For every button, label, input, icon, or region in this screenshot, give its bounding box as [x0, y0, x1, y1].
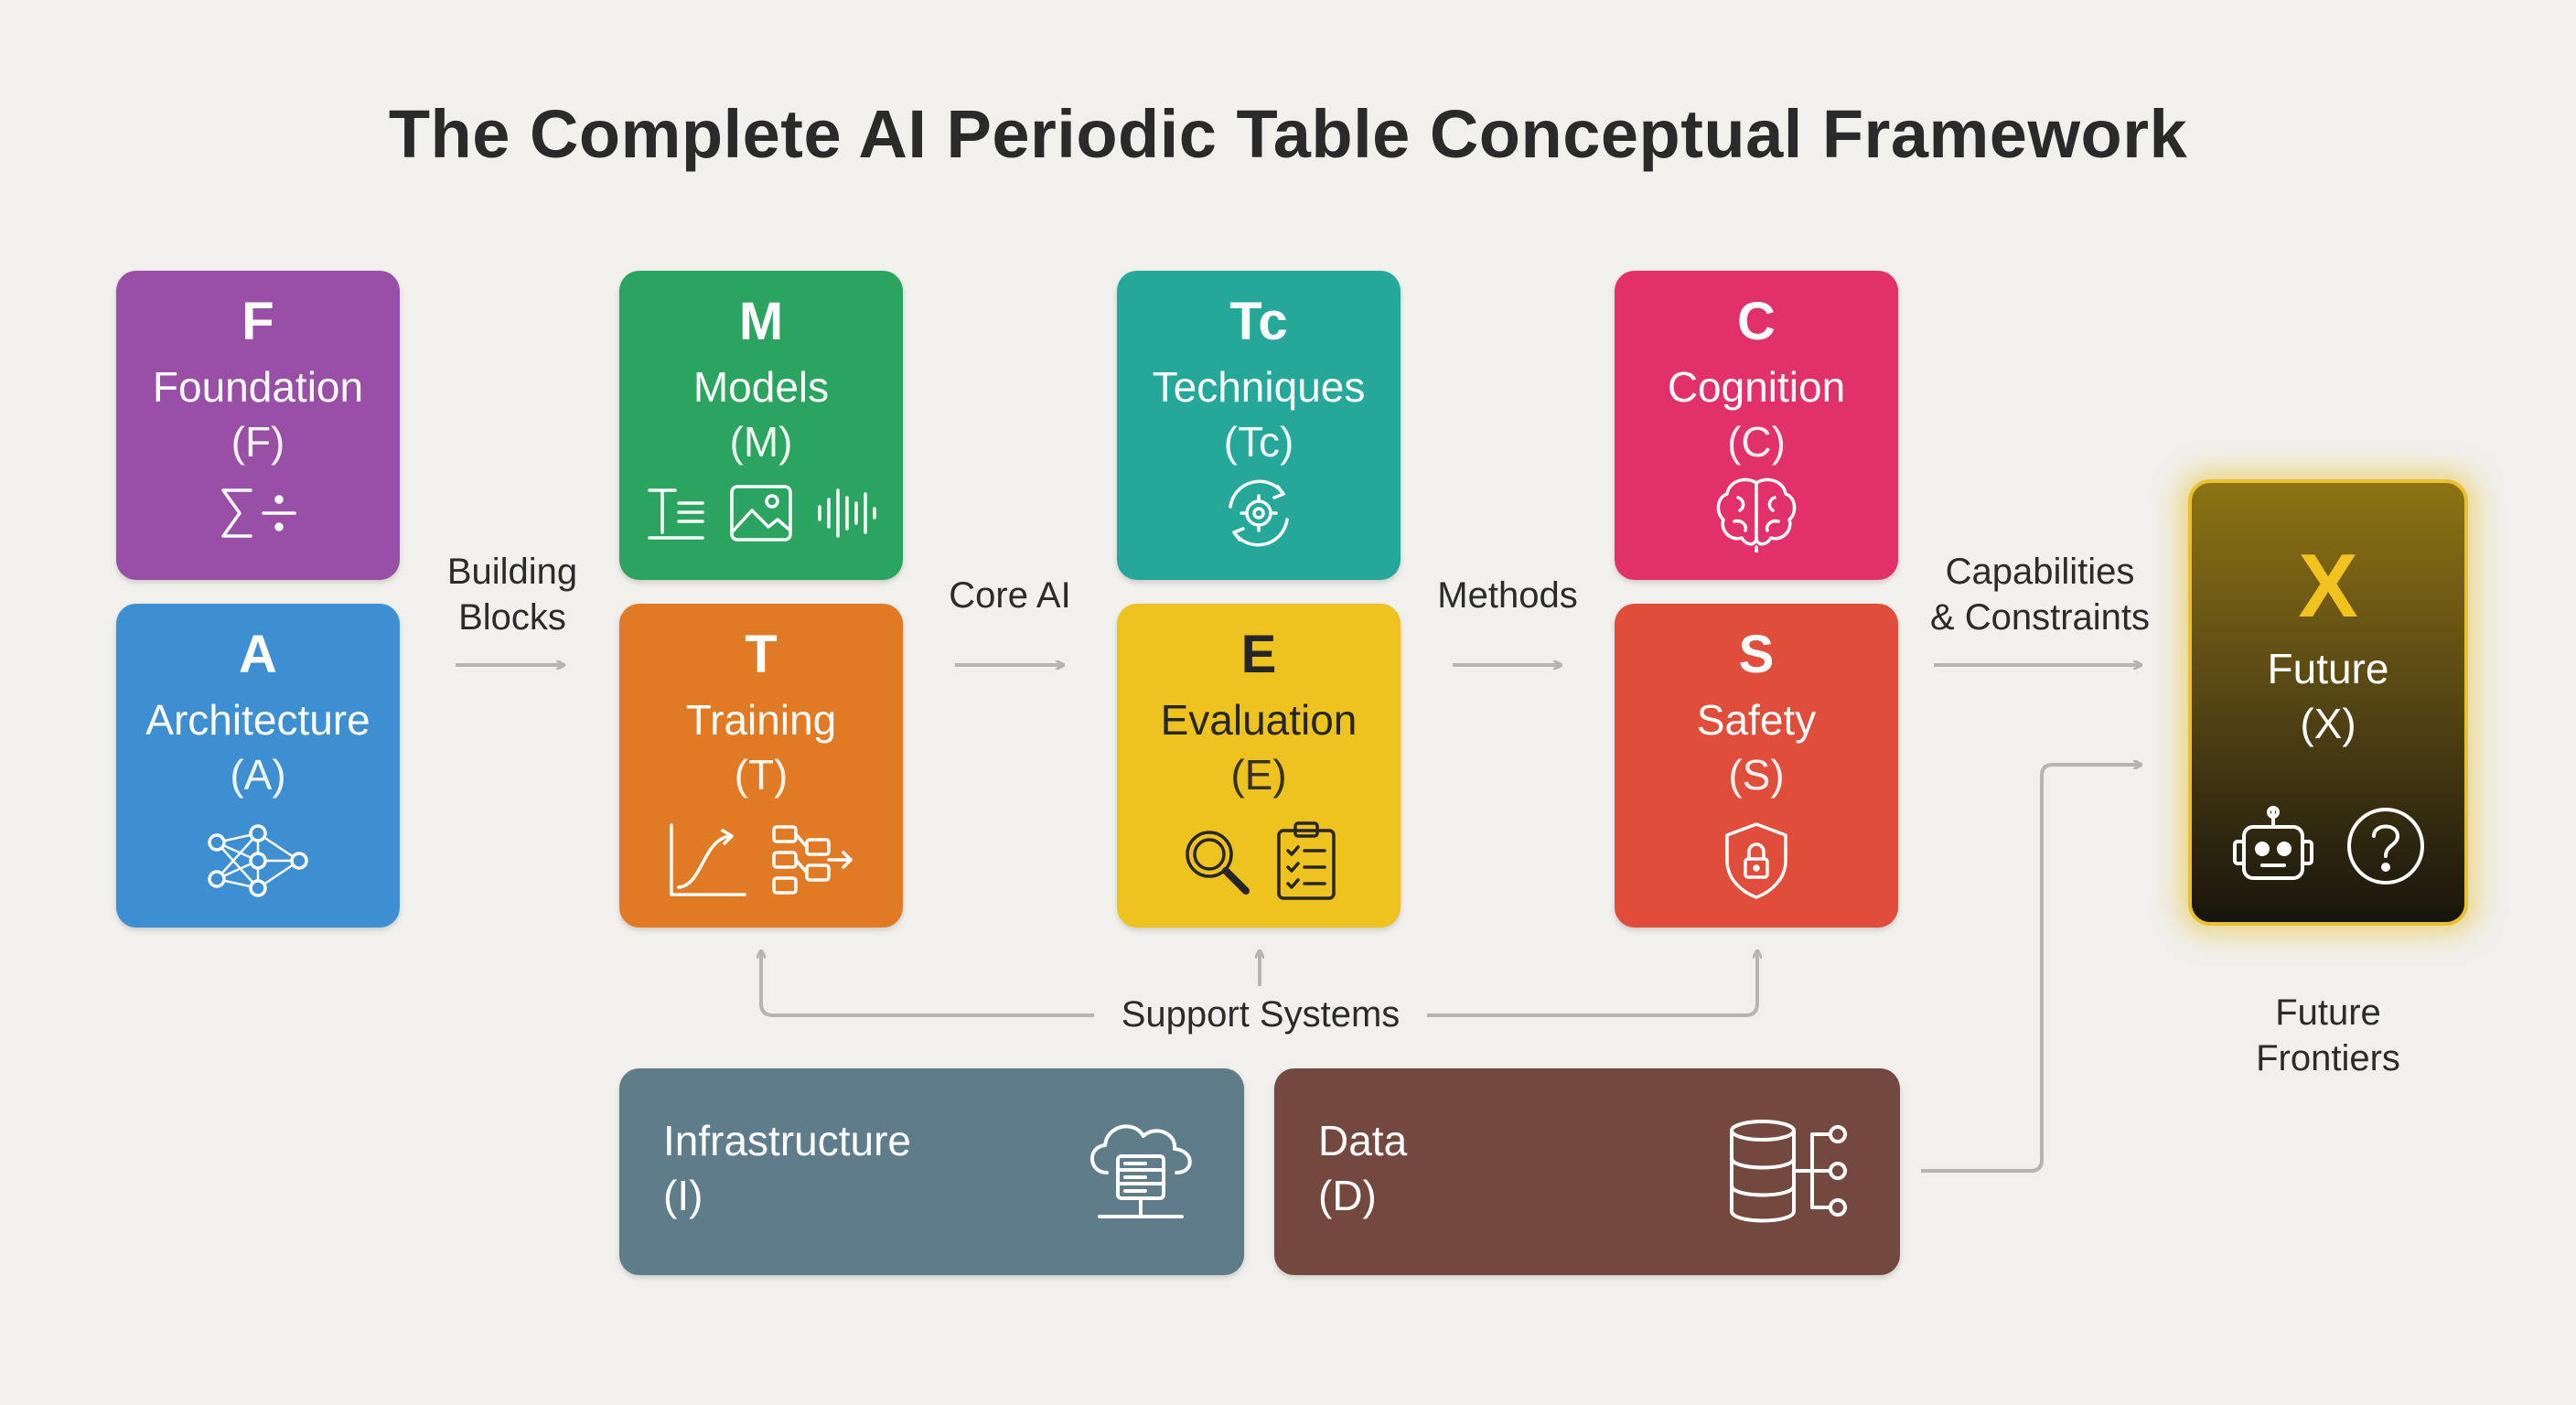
- cloud-server-icon: [1090, 1124, 1192, 1218]
- label-support-systems: Support Systems: [1094, 992, 1427, 1037]
- panel-abbr: (D): [1318, 1172, 1377, 1219]
- question-icon: [2347, 808, 2424, 885]
- tile-name: Architecture: [145, 696, 370, 744]
- tile-symbol: C: [1737, 292, 1776, 351]
- panel-abbr: (I): [663, 1172, 703, 1219]
- tile-future[interactable]: X Future (X): [2188, 479, 2468, 926]
- panel-infrastructure[interactable]: Infrastructure (I): [619, 1068, 1244, 1275]
- tile-evaluation[interactable]: E Evaluation (E): [1117, 604, 1401, 928]
- tile-symbol: Tc: [1229, 292, 1288, 351]
- tile-symbol: T: [745, 625, 778, 684]
- tile-symbol: F: [242, 292, 274, 351]
- text-icon: [648, 488, 704, 540]
- learning-curve-icon: [670, 823, 746, 896]
- tile-name: Techniques: [1152, 363, 1366, 411]
- tile-abbr: (A): [230, 751, 286, 799]
- tile-training[interactable]: T Training (T): [619, 604, 903, 928]
- tile-abbr: (C): [1727, 418, 1786, 466]
- tile-models[interactable]: M Models (M): [619, 271, 903, 580]
- tile-name: Foundation: [152, 363, 364, 411]
- tile-name: Evaluation: [1160, 696, 1358, 744]
- label-future-frontiers: Future Frontiers: [2256, 992, 2400, 1078]
- checklist-icon: [1277, 821, 1336, 900]
- tile-name: Models: [692, 363, 830, 411]
- tile-symbol: A: [239, 625, 277, 684]
- tile-safety[interactable]: S Safety (S): [1615, 604, 1898, 928]
- arrow-support-safety: [1427, 951, 1757, 1017]
- shield-lock-icon: [1725, 822, 1787, 899]
- tile-abbr: (S): [1728, 751, 1785, 799]
- label-building-blocks: Building Blocks: [446, 552, 578, 638]
- gear-cycle-icon: [1229, 479, 1289, 547]
- tile-abbr: (X): [2300, 700, 2356, 747]
- tile-name: Safety: [1696, 696, 1817, 744]
- pipeline-icon: [772, 825, 853, 895]
- tile-symbol: S: [1738, 625, 1775, 684]
- tile-symbol: E: [1240, 625, 1277, 684]
- sum-divide-icon: [221, 488, 296, 538]
- magnifier-icon: [1186, 831, 1250, 895]
- tile-symbol: M: [738, 292, 784, 351]
- label-core-ai: Core AI: [949, 575, 1071, 616]
- tile-abbr: (Tc): [1223, 418, 1294, 466]
- image-icon: [730, 485, 792, 542]
- panel-name: Data: [1318, 1117, 1408, 1164]
- tile-abbr: (E): [1230, 751, 1287, 799]
- tile-name: Future: [2267, 645, 2389, 692]
- tile-name: Cognition: [1667, 363, 1846, 411]
- panel-data[interactable]: Data (D): [1274, 1068, 1900, 1275]
- tile-foundation[interactable]: F Foundation (F): [116, 271, 400, 580]
- tile-abbr: (T): [734, 751, 789, 799]
- panel-name: Infrastructure: [663, 1117, 911, 1164]
- page-title: The Complete AI Periodic Table Conceptua…: [388, 96, 2188, 172]
- robot-icon: [2233, 806, 2313, 880]
- database-network-icon: [1730, 1120, 1847, 1223]
- tile-abbr: (M): [729, 418, 793, 466]
- neural-network-icon: [208, 824, 308, 897]
- tile-techniques[interactable]: Tc Techniques (Tc): [1117, 271, 1401, 580]
- brain-icon: [1716, 477, 1797, 552]
- audio-wave-icon: [818, 488, 876, 538]
- arrow-support-training: [761, 951, 1094, 1017]
- tile-symbol: X: [2298, 535, 2358, 636]
- label-methods: Methods: [1437, 575, 1578, 616]
- label-capabilities-constraints: Capabilities & Constraints: [1929, 552, 2151, 638]
- tile-architecture[interactable]: A Architecture (A): [116, 604, 400, 928]
- tile-name: Training: [685, 696, 837, 744]
- arrow-data-future: [1921, 765, 2141, 1173]
- tile-abbr: (F): [231, 418, 285, 466]
- tile-cognition[interactable]: C Cognition (C): [1615, 271, 1898, 580]
